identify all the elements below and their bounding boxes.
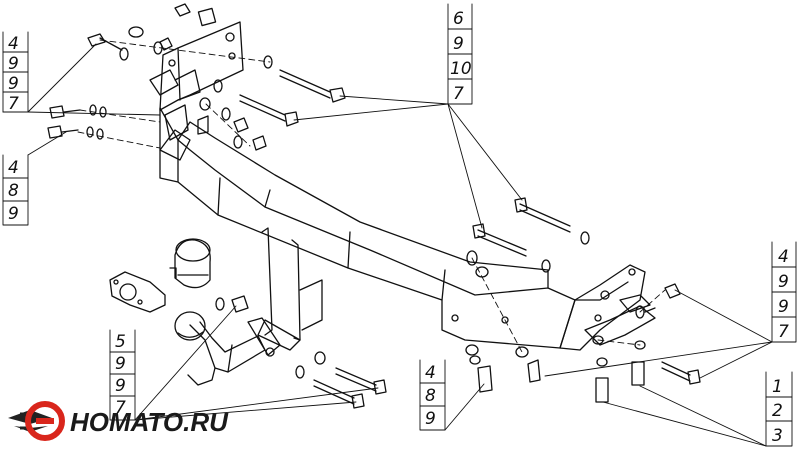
callout-right: 4 9 9 7: [778, 247, 789, 342]
callout-number: 9: [778, 297, 789, 317]
callout-number: 9: [425, 409, 436, 429]
fasteners: [47, 3, 701, 409]
logo-text: HOMATO.RU: [70, 407, 229, 437]
callout-number: 10: [450, 59, 472, 79]
callout-number: 9: [115, 354, 126, 374]
callout-number: 9: [8, 74, 19, 94]
callout-number: 4: [8, 158, 19, 178]
callout-number: 3: [772, 426, 783, 446]
socket-bracket: [247, 227, 323, 356]
tow-ball-neck: [187, 321, 275, 386]
right-bracket: [451, 264, 656, 351]
callout-number: 6: [453, 9, 464, 29]
logo-ring-icon: [25, 401, 65, 441]
callout-number: 9: [8, 54, 19, 74]
callout-number: 9: [453, 34, 464, 54]
electric-socket: [169, 238, 211, 289]
tow-ball: [174, 311, 206, 341]
callout-number: 2: [772, 401, 783, 421]
callout-leaders: [2, 3, 797, 447]
callout-number: 7: [115, 398, 126, 418]
callout-number: 5: [115, 332, 126, 352]
crossbar-beam: [159, 107, 576, 349]
callout-number: 8: [425, 386, 436, 406]
callout-number: 1: [772, 377, 783, 397]
callout-top-left: 4 9 9 7: [8, 34, 19, 114]
callout-number: 7: [453, 84, 464, 104]
callout-top-right: 6 9 10 7: [450, 9, 472, 104]
callout-number: 9: [8, 204, 19, 224]
callout-number: 7: [778, 322, 789, 342]
socket-plate: [109, 271, 166, 313]
callout-number: 4: [778, 247, 789, 267]
assembly-axes: [77, 39, 666, 353]
callout-bottom-right: 1 2 3: [772, 377, 783, 446]
callout-mid-left: 4 8 9: [8, 158, 19, 224]
callout-number: 4: [425, 363, 436, 383]
callout-number: 8: [8, 181, 19, 201]
callout-bottom-mid: 4 8 9: [425, 363, 436, 429]
callout-number: 9: [778, 272, 789, 292]
homato-logo: HOMATO.RU: [8, 401, 229, 441]
left-bracket: [149, 21, 244, 161]
callout-number: 9: [115, 376, 126, 396]
callout-number: 7: [8, 94, 19, 114]
callout-number: 4: [8, 34, 19, 54]
callout-bottom-left: 5 9 9 7: [115, 332, 126, 418]
